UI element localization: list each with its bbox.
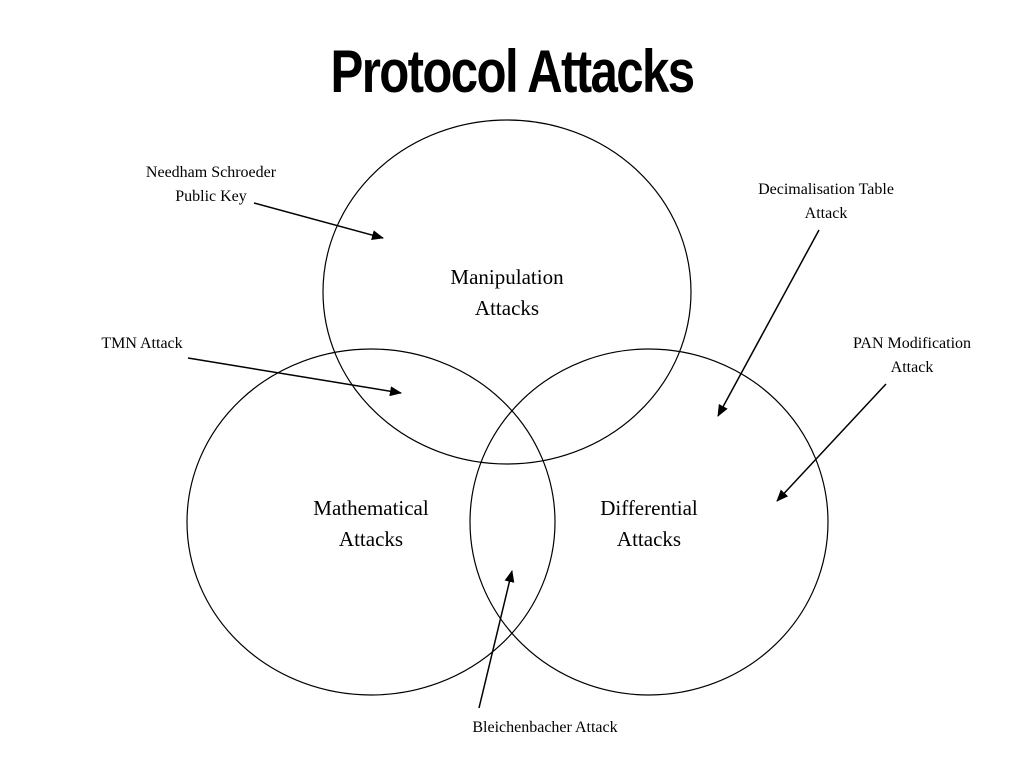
pan-label-line2: Attack — [891, 359, 934, 376]
slide-title: Protocol Attacks — [330, 38, 696, 105]
differential-label-line2: Attacks — [617, 527, 681, 551]
decimalisation-label-line2: Attack — [805, 205, 848, 222]
differential-circle — [469, 348, 829, 696]
decimalisation-label-line1: Decimalisation Table — [758, 181, 894, 198]
manipulation-label-line1: Manipulation — [450, 265, 564, 289]
bleichenbacher-label: Bleichenbacher Attack — [472, 719, 617, 736]
mathematical-label-line2: Attacks — [339, 527, 403, 551]
needham-arrow — [253, 202, 384, 240]
pan-label-line1: PAN Modification — [853, 335, 971, 352]
decimalisation-arrow — [717, 229, 820, 417]
needham-label-line1: Needham Schroeder — [146, 164, 277, 181]
pan-arrow — [776, 383, 887, 502]
tmn-arrow — [187, 357, 402, 397]
mathematical-label-line1: Mathematical — [313, 496, 429, 520]
differential-label-line1: Differential — [600, 496, 698, 520]
needham-label-line2: Public Key — [175, 188, 247, 205]
manipulation-circle — [322, 119, 692, 465]
manipulation-label-line2: Attacks — [475, 296, 539, 320]
bleichenbacher-arrow — [478, 570, 515, 709]
tmn-label: TMN Attack — [101, 335, 182, 352]
mathematical-circle — [186, 348, 556, 696]
